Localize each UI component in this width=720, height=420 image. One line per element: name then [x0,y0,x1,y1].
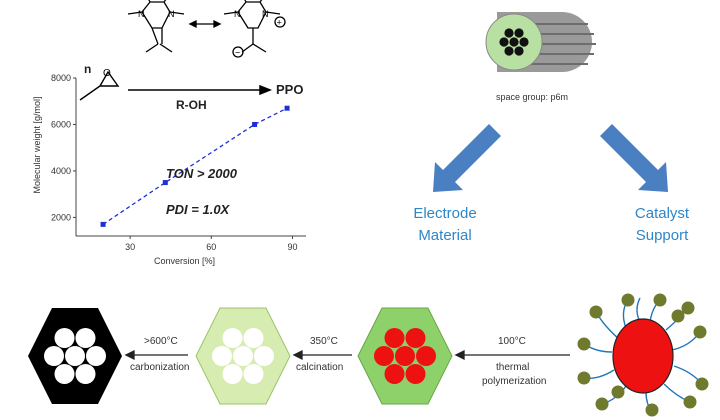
monomer-count-label: n [84,62,92,76]
x-tick-label: 30 [125,242,135,252]
n-atom-label: N [168,9,175,19]
target-line: Support [635,227,689,244]
n-atom-label: N [234,9,241,19]
carbon-hexagon [28,308,122,404]
resonance-arrow [188,19,222,29]
arrow-to-catalyst [600,124,668,192]
ton-annotation: TON > 2000 [166,166,237,181]
epoxide-structure [79,70,120,101]
reagent-label: R-OH [176,98,207,112]
calcined-hexagon [195,307,291,405]
data-point [252,121,258,127]
step-name-carbonization: carbonization [130,362,190,373]
n-atom-label: N [262,9,269,19]
n-atom-label: N [138,9,145,19]
trend-line [102,107,288,225]
step-temp-calcination: 350°C [310,336,338,347]
step-name-calcination: calcination [296,362,344,373]
minus-charge-icon: − [235,48,240,58]
data-point [284,105,290,111]
y-tick-label: 8000 [51,73,71,83]
electrode-material-label: Electrode Material [390,203,500,247]
y-tick-label: 4000 [51,166,71,176]
target-line: Catalyst [634,205,690,222]
target-line: Electrode [413,205,477,222]
zwitterion-structure [223,0,286,58]
process-arrows [124,349,570,361]
product-label: PPO [276,82,304,97]
plus-charge-icon: + [277,18,282,28]
catalyst-support-label: Catalyst Support [612,203,712,247]
reaction-arrow [128,84,273,96]
micelle [577,293,709,417]
x-tick-label: 90 [287,242,297,252]
arrow-to-electrode [433,124,501,192]
step-name-polymerization-2: polymerization [482,376,547,387]
x-axis-label: Conversion [%] [154,256,216,266]
x-tick-label: 60 [206,242,216,252]
target-line: Material [418,227,472,244]
data-point [162,180,168,186]
data-point [100,221,106,227]
y-tick-label: 2000 [51,212,71,222]
space-group-label: space group: p6m [496,92,569,102]
nhc-olefin-structure [127,0,185,53]
mesopore-rod [485,12,596,72]
pdi-annotation: PDI = 1.0X [166,202,230,217]
y-tick-label: 6000 [51,119,71,129]
step-name-polymerization-1: thermal [496,362,530,373]
step-temp-polymerization: 100°C [498,336,526,347]
step-temp-carbonization: >600°C [144,336,178,347]
polymerized-hexagon [357,307,453,405]
oxygen-atom-label: O [103,68,111,79]
